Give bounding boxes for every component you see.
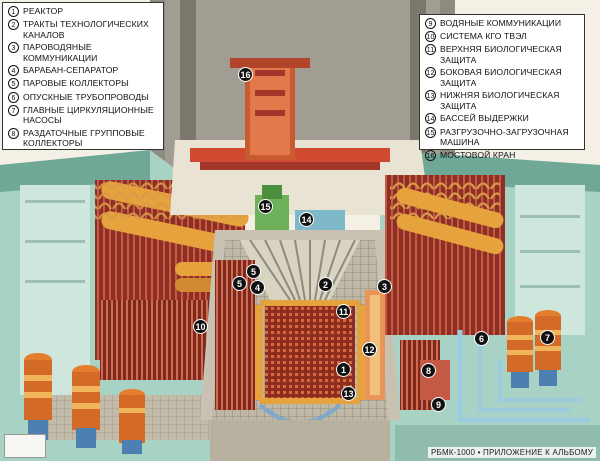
legend-item: 8 РАЗДАТОЧНЫЕ ГРУППОВЫЕ КОЛЛЕКТОРЫ xyxy=(8,127,158,149)
legend-item: 1 РЕАКТОР xyxy=(8,6,158,17)
legend-label: РАЗГРУЗОЧНО-ЗАГРУЗОЧНАЯ МАШИНА xyxy=(440,126,569,147)
legend-label: ТРАКТЫ ТЕХНОЛОГИЧЕСКИХ КАНАЛОВ xyxy=(23,19,149,40)
legend-item: 16 МОСТОВОЙ КРАН xyxy=(425,149,579,161)
callout-4: 4 xyxy=(250,280,265,295)
legend-label: БОКОВАЯ БИОЛОГИЧЕСКАЯ ЗАЩИТА xyxy=(440,67,562,88)
legend-number: 3 xyxy=(8,42,19,54)
legend-number: 4 xyxy=(8,65,19,77)
legend-number: 13 xyxy=(425,90,436,102)
legend-label: ВЕРХНЯЯ БИОЛОГИЧЕСКАЯ ЗАЩИТА xyxy=(440,44,562,65)
legend-number: 7 xyxy=(8,104,19,116)
callout-15: 15 xyxy=(258,199,273,214)
legend-item: 9 ВОДЯНЫЕ КОММУНИКАЦИИ xyxy=(425,18,579,29)
legend-label: МОСТОВОЙ КРАН xyxy=(440,149,516,160)
callout-5b: 5 xyxy=(232,276,247,291)
legend-number: 16 xyxy=(425,149,436,161)
legend-number: 2 xyxy=(8,19,19,31)
legend-label: ПАРОВЫЕ КОЛЛЕКТОРЫ xyxy=(23,78,129,89)
legend-item: 3 ПАРОВОДЯНЫЕ КОММУНИКАЦИИ xyxy=(8,42,158,63)
callout-5a: 5 xyxy=(246,264,261,279)
legend-number: 10 xyxy=(425,31,436,43)
callout-12: 12 xyxy=(362,342,377,357)
legend-number: 11 xyxy=(425,44,436,56)
figure-caption: РБМК-1000 • ПРИЛОЖЕНИЕ К АЛЬБОМУ xyxy=(428,447,596,458)
callout-2: 2 xyxy=(318,277,333,292)
callout-14: 14 xyxy=(299,212,314,227)
legend-number: 9 xyxy=(425,18,436,29)
legend-item: 5 ПАРОВЫЕ КОЛЛЕКТОРЫ xyxy=(8,78,158,90)
legend-label: ПАРОВОДЯНЫЕ КОММУНИКАЦИИ xyxy=(23,42,98,63)
legend-item: 15 РАЗГРУЗОЧНО-ЗАГРУЗОЧНАЯ МАШИНА xyxy=(425,126,579,148)
legend-item: 14 БАССЕЙ ВЫДЕРЖКИ xyxy=(425,113,579,125)
callout-8: 8 xyxy=(421,363,436,378)
publisher-logo xyxy=(4,434,46,458)
legend-number: 14 xyxy=(425,113,436,125)
callout-6: 6 xyxy=(474,331,489,346)
legend-item: 4 БАРАБАН-СЕПАРАТОР xyxy=(8,65,158,77)
legend-number: 12 xyxy=(425,67,436,79)
legend-item: 10 СИСТЕМА КГО ТВЭЛ xyxy=(425,31,579,43)
callout-10: 10 xyxy=(193,319,208,334)
legend-item: 6 ОПУСКНЫЕ ТРУБОПРОВОДЫ xyxy=(8,91,158,103)
legend-number: 1 xyxy=(8,6,19,17)
callout-1: 1 xyxy=(336,362,351,377)
callout-11: 11 xyxy=(336,304,351,319)
callout-16: 16 xyxy=(238,67,253,82)
legend-item: 13 НИЖНЯЯ БИОЛОГИЧЕСКАЯ ЗАЩИТА xyxy=(425,90,579,111)
legend-label: НИЖНЯЯ БИОЛОГИЧЕСКАЯ ЗАЩИТА xyxy=(440,90,560,111)
legend-label: БАССЕЙ ВЫДЕРЖКИ xyxy=(440,113,529,124)
callout-9: 9 xyxy=(431,397,446,412)
callout-7: 7 xyxy=(540,330,555,345)
legend-label: СИСТЕМА КГО ТВЭЛ xyxy=(440,31,527,42)
legend-label: ОПУСКНЫЕ ТРУБОПРОВОДЫ xyxy=(23,91,149,102)
legend-label: РАЗДАТОЧНЫЕ ГРУППОВЫЕ КОЛЛЕКТОРЫ xyxy=(23,127,145,149)
callout-13: 13 xyxy=(341,386,356,401)
legend-number: 6 xyxy=(8,91,19,103)
legend-item: 2 ТРАКТЫ ТЕХНОЛОГИЧЕСКИХ КАНАЛОВ xyxy=(8,19,158,40)
legend-number: 15 xyxy=(425,126,436,138)
legend-item: 7 ГЛАВНЫЕ ЦИРКУЛЯЦИОННЫЕ НАСОСЫ xyxy=(8,104,158,126)
legend-number: 8 xyxy=(8,127,19,139)
legend-label: БАРАБАН-СЕПАРАТОР xyxy=(23,65,119,76)
legend-label: РЕАКТОР xyxy=(23,6,64,16)
legend-item: 12 БОКОВАЯ БИОЛОГИЧЕСКАЯ ЗАЩИТА xyxy=(425,67,579,88)
legend-number: 5 xyxy=(8,78,19,90)
callout-3: 3 xyxy=(377,279,392,294)
legend-label: ГЛАВНЫЕ ЦИРКУЛЯЦИОННЫЕ НАСОСЫ xyxy=(23,104,154,126)
legend-item: 11 ВЕРХНЯЯ БИОЛОГИЧЕСКАЯ ЗАЩИТА xyxy=(425,44,579,65)
legend-label: ВОДЯНЫЕ КОММУНИКАЦИИ xyxy=(440,18,562,28)
